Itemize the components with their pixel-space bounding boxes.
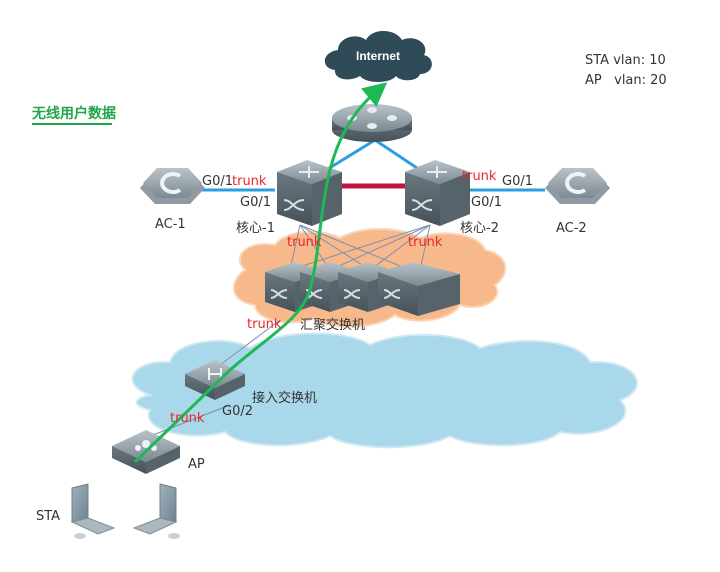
- internet-cloud: Internet: [324, 31, 432, 82]
- internet-label: Internet: [356, 49, 400, 63]
- router-icon: [332, 104, 412, 142]
- trunk-label-core2-agg: trunk: [408, 235, 443, 250]
- core-1-label: 核心-1: [236, 221, 275, 236]
- sta-label: STA: [36, 509, 60, 524]
- trunk-label-access-ap: trunk: [170, 411, 205, 426]
- ap-icon: [112, 430, 180, 474]
- ac-1-label: AC-1: [155, 217, 186, 232]
- aggregation-switch-stack-icon: [265, 262, 460, 316]
- access-layer-cloud: [131, 332, 638, 449]
- ac-2-label: AC-2: [556, 221, 587, 236]
- ac-1-icon: [140, 168, 205, 204]
- core-2-port-label: G0/1: [471, 195, 502, 210]
- ac-2-port-label: G0/1: [502, 174, 533, 189]
- access-port-label: G0/2: [222, 404, 253, 419]
- trunk-label-agg-access: trunk: [247, 317, 282, 332]
- ap-label: AP: [188, 457, 205, 472]
- legend-sta-vlan: STA vlan: 10: [585, 53, 666, 68]
- ac-2-icon: [545, 168, 610, 204]
- core-switch-1-icon: [277, 160, 342, 226]
- trunk-label-core1-ac1: trunk: [232, 174, 267, 189]
- ac-1-port-label: G0/1: [202, 174, 233, 189]
- vlan-legend: STA vlan: 10 AP vlan: 20: [585, 53, 667, 88]
- link-access-ap: [139, 404, 231, 441]
- data-flow-arrow: [133, 82, 388, 464]
- core-1-port-label: G0/1: [240, 195, 271, 210]
- laptop-2-icon: [132, 483, 180, 539]
- diagram-title: 无线用户数据: [31, 105, 116, 125]
- access-switch-label: 接入交换机: [252, 390, 317, 406]
- trunk-label-core2-ac2: trunk: [462, 169, 497, 184]
- core-switch-2-icon: [405, 160, 470, 226]
- core-2-label: 核心-2: [460, 221, 499, 236]
- legend-ap-vlan: AP vlan: 20: [585, 73, 667, 88]
- title-underline: [32, 123, 112, 125]
- trunk-label-core1-agg: trunk: [287, 235, 322, 250]
- title-text: 无线用户数据: [31, 105, 116, 121]
- laptop-1-icon: [70, 483, 116, 539]
- aggregation-switch-label: 汇聚交换机: [300, 317, 365, 333]
- link-agg-access: [219, 319, 281, 366]
